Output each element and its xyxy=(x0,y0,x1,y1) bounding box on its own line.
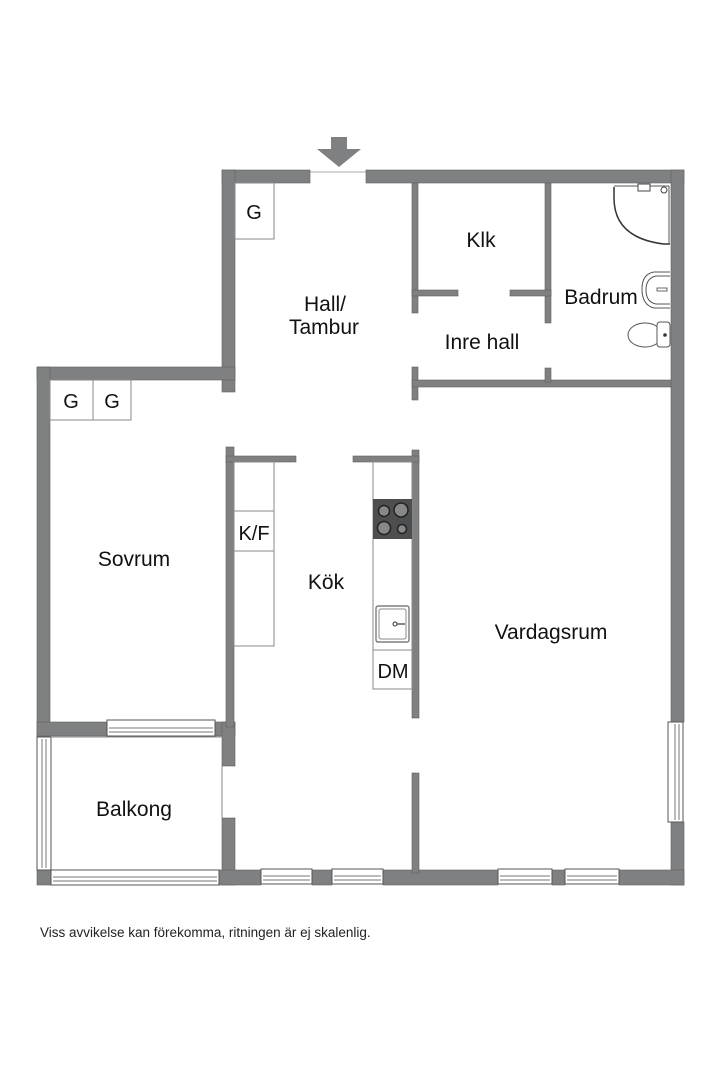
sovrum-wardrobe-2: G xyxy=(92,379,132,421)
room-label-inre-hall: Inre hall xyxy=(445,331,520,354)
window-vardagsrum-1 xyxy=(497,868,553,885)
room-label-balkong: Balkong xyxy=(96,798,172,821)
svg-text:G: G xyxy=(246,202,262,224)
window-kok-1 xyxy=(260,868,313,885)
room-label-sovrum: Sovrum xyxy=(98,548,170,571)
window-vardagsrum-2 xyxy=(564,868,620,885)
sovrum-wardrobe-1: G xyxy=(49,379,94,421)
room-label-badrum: Badrum xyxy=(564,286,638,309)
toilet-icon xyxy=(627,321,671,348)
shower-icon xyxy=(613,183,670,245)
svg-text:G: G xyxy=(63,391,79,413)
window-kok-2 xyxy=(331,868,384,885)
stove-icon xyxy=(373,499,412,539)
room-label-hall: Hall/ xyxy=(304,293,346,316)
window-balkong-bottom xyxy=(50,869,220,886)
kitchen-right-counter: DM xyxy=(372,461,413,690)
window-vardagsrum-right xyxy=(667,721,684,823)
window-sovrum xyxy=(106,719,216,737)
dishwasher-label: DM xyxy=(377,661,408,683)
hall-wardrobe: G xyxy=(234,182,275,240)
interior-walls xyxy=(225,182,672,874)
room-label-tambur: Tambur xyxy=(289,316,359,339)
arrow-down-icon xyxy=(317,137,361,167)
sink-icon xyxy=(375,605,410,643)
disclaimer-text: Viss avvikelse kan förekomma, ritningen … xyxy=(40,925,371,940)
exterior-walls xyxy=(36,169,685,886)
svg-text:G: G xyxy=(104,391,120,413)
washbasin-icon xyxy=(641,271,670,309)
windows xyxy=(36,719,684,886)
room-label-vardagsrum: Vardagsrum xyxy=(495,621,608,644)
fridge-freezer-label: K/F xyxy=(238,523,269,545)
room-label-kok: Kök xyxy=(308,571,345,594)
window-balkong-left xyxy=(36,736,52,871)
room-label-klk: Klk xyxy=(466,229,496,252)
kitchen-left-counter: K/F xyxy=(233,461,275,647)
